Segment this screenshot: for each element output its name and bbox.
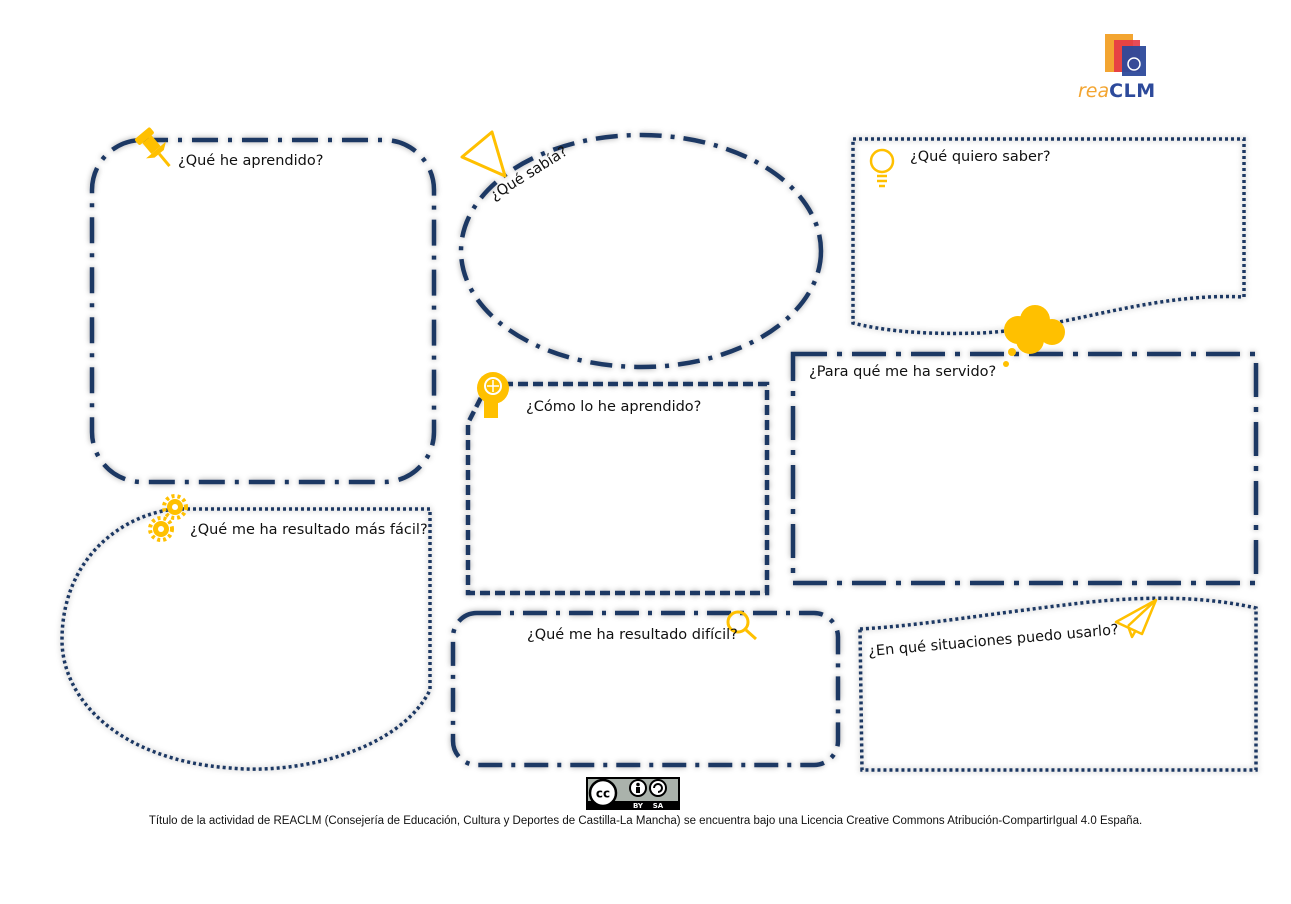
box-served[interactable] <box>790 351 1259 586</box>
thought-cloud-icon <box>1003 305 1065 367</box>
cc-badge-graphic: cc BY SA <box>586 777 680 810</box>
sa-text: SA <box>653 802 664 810</box>
label-served: ¿Para qué me ha servido? <box>809 364 997 380</box>
reaclm-logo-mark <box>1105 34 1146 76</box>
box-knew[interactable] <box>458 132 824 370</box>
reaclm-logo-text: reaCLM <box>1078 80 1156 102</box>
gears-icon <box>148 494 188 542</box>
box-easy[interactable] <box>60 507 432 771</box>
reaclm-logo: reaCLM <box>1070 30 1180 105</box>
paper-plane-outline-icon <box>460 130 507 178</box>
brain-head-icon <box>477 372 509 418</box>
label-learned: ¿Qué he aprendido? <box>178 153 324 169</box>
by-text: BY <box>633 802 644 810</box>
label-difficult: ¿Qué me ha resultado difícil? <box>527 627 738 643</box>
label-how: ¿Cómo lo he aprendido? <box>526 399 702 415</box>
lightbulb-icon <box>869 148 895 188</box>
box-want[interactable] <box>851 137 1246 336</box>
paper-plane-icon <box>1114 598 1158 639</box>
box-situations[interactable] <box>858 596 1258 772</box>
label-easy: ¿Qué me ha resultado más fácil? <box>190 522 428 538</box>
box-how[interactable] <box>465 381 770 596</box>
label-want: ¿Qué quiero saber? <box>910 149 1051 165</box>
cc-license-badge[interactable]: cc BY SA <box>586 777 680 810</box>
cc-text: cc <box>596 787 610 801</box>
magnifier-icon <box>726 610 758 641</box>
box-learned[interactable] <box>89 137 437 485</box>
box-difficult[interactable] <box>450 610 841 768</box>
pushpin-icon <box>135 127 171 168</box>
license-footer: Título de la actividad de REACLM (Consej… <box>148 815 1143 827</box>
